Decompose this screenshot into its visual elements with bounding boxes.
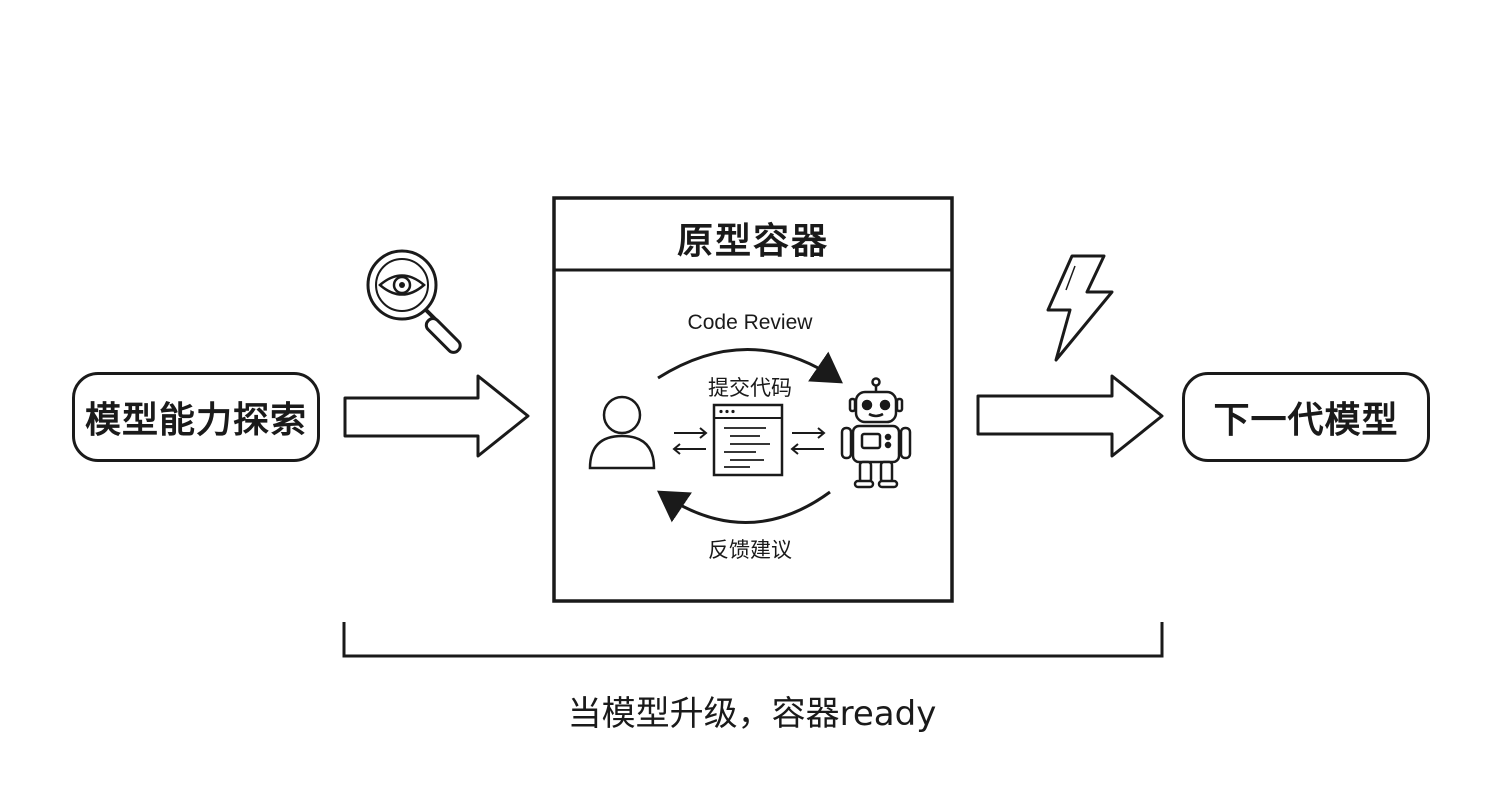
robot-icon [840,377,912,489]
bracket-caption: 当模型升级，容器ready [567,694,937,734]
top-arc-arrow [657,348,843,384]
magnifier-eye-icon [366,249,462,354]
feedback-suggestions-label: 反馈建议 [708,538,792,562]
next-generation-model-label: 下一代模型 [1213,400,1399,441]
model-capability-exploration-label: 模型能力探索 [84,400,307,441]
exchange-arrows-right-icon [790,427,826,455]
person-icon [588,395,656,470]
code-review-label: Code Review [687,311,813,334]
exchange-arrows-left-icon [672,427,708,455]
container-title: 原型容器 [676,221,829,262]
bottom-arc-arrow [657,490,831,524]
submit-code-label: 提交代码 [708,376,792,400]
code-window-icon [712,403,784,477]
span-bracket [342,622,1164,658]
next-generation-model-box: 下一代模型 [1182,372,1430,462]
right-flow-arrow [976,374,1164,458]
lightning-icon [1046,254,1114,362]
model-capability-exploration-box: 模型能力探索 [72,372,320,462]
left-flow-arrow [343,374,530,458]
